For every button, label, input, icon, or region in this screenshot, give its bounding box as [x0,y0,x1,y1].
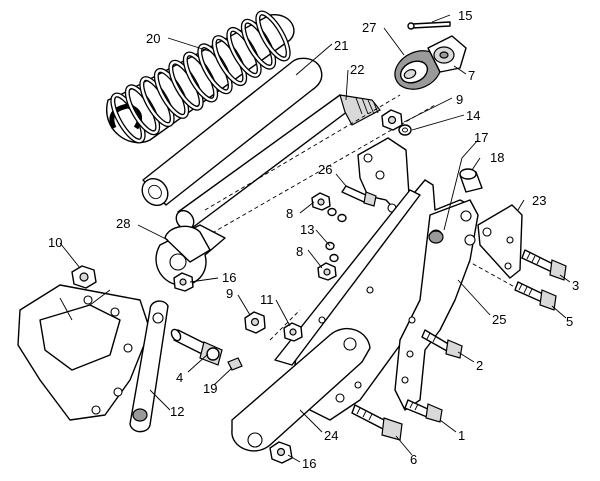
callout-5: 5 [566,314,573,329]
callout-11: 11 [260,292,274,307]
spring-coil-highlight [256,11,290,61]
callout-8-upper: 8 [286,206,293,221]
adjuster-nut-7 [427,35,467,73]
spring-seat-27 [394,50,442,90]
callout-9-upper: 9 [456,92,463,107]
callout-16-lower: 16 [302,456,316,471]
bolt-5 [514,281,557,311]
callout-17: 17 [474,130,488,145]
pin-15 [407,21,451,30]
callout-22: 22 [350,62,364,77]
callout-14: 14 [466,108,480,123]
callout-21: 21 [334,38,348,53]
lower-link-24 [231,327,371,452]
washer-13 [325,241,339,263]
callout-19: 19 [203,381,217,396]
pin-4 [170,328,223,366]
spring-tube [141,57,323,206]
leader-lines [59,14,571,463]
callout-10: 10 [48,235,62,250]
callout-25: 25 [492,312,506,327]
threaded-rod [175,94,381,231]
callout-24: 24 [324,428,338,443]
callout-1: 1 [458,428,465,443]
callout-4: 4 [176,370,183,385]
callout-7: 7 [468,68,475,83]
callout-12: 12 [170,404,184,419]
callout-27: 27 [362,20,376,35]
callout-2: 2 [476,358,483,373]
callout-18: 18 [490,150,504,165]
strap-12 [129,300,169,433]
nut-8-upper [311,192,347,223]
bushing-17 [428,230,444,244]
grease-nipple-19 [227,357,243,371]
nut-11 [283,322,303,342]
nut-16-lower [269,441,293,464]
nut-16-upper [173,272,194,292]
callout-6: 6 [410,452,417,467]
bolt-1 [404,399,443,423]
bushing-18 [459,168,483,193]
callout-9-lower: 9 [226,286,233,301]
nut-10 [71,265,97,289]
callout-26: 26 [318,162,332,177]
callout-20: 20 [146,31,160,46]
callout-labels: 20 21 22 28 27 15 7 9 14 17 18 23 26 8 1… [48,8,579,471]
nut-8-lower [317,262,337,281]
coil-spring [105,10,295,144]
bolt-3 [521,249,567,281]
callout-23: 23 [532,193,546,208]
callout-3: 3 [572,278,579,293]
rod-eye-bracket [155,224,226,286]
callout-28: 28 [116,216,130,231]
callout-16-upper: 16 [222,270,236,285]
side-plate-23 [477,204,523,279]
bolt-26 [341,185,377,207]
callout-13: 13 [300,222,314,237]
callout-8-lower: 8 [296,244,303,259]
bolt-2 [421,329,463,359]
washer-14 [398,124,412,136]
nut-9-upper [381,109,403,131]
mounting-block [17,284,151,421]
bolt-6 [351,404,403,441]
callout-15: 15 [458,8,472,23]
nut-9-lower [244,311,266,334]
